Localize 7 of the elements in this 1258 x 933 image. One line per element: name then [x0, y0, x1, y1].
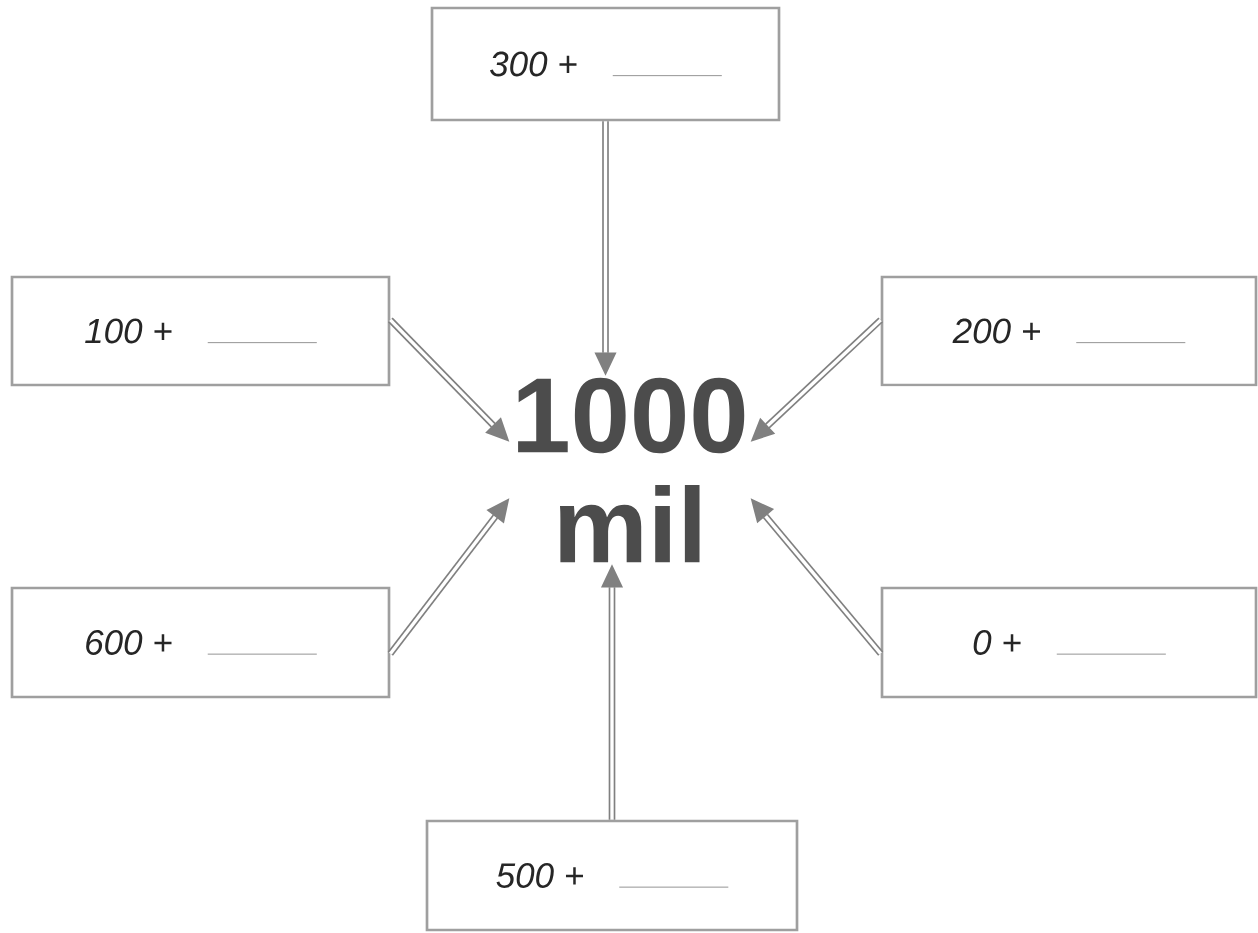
- answer-box: 600 +: [10, 586, 391, 699]
- answer-box: 200 +: [880, 275, 1258, 387]
- answer-box: 0 +: [880, 586, 1258, 699]
- answer-box: 100 +: [10, 275, 391, 387]
- answer-box: 300 +: [430, 6, 781, 122]
- answer-box: 500 +: [425, 819, 799, 932]
- center-label: 1000 mil: [518, 377, 745, 563]
